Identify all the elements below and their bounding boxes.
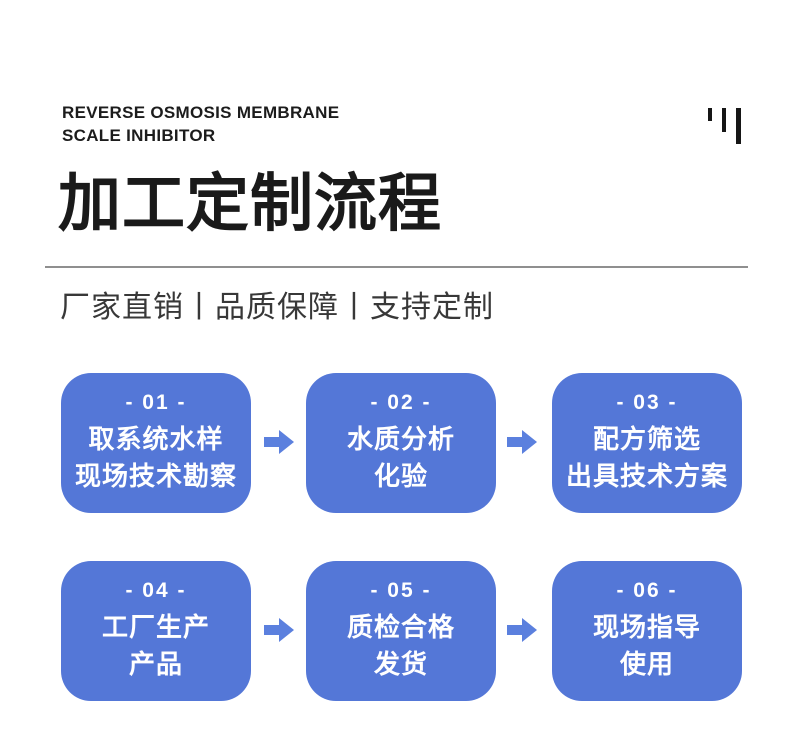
step-text-line: 出具技术方案 [565, 461, 728, 491]
flow-step-04: - 04 - 工厂生产 产品 [61, 561, 251, 701]
step-text-line: 配方筛选 [592, 424, 701, 454]
page-title: 加工定制流程 [58, 169, 442, 239]
arrow-head [279, 430, 294, 454]
flow-step-05: - 05 - 质检合格 发货 [306, 561, 496, 701]
step-text-line: 化验 [373, 461, 428, 491]
quote-bar-large [736, 108, 741, 144]
step-text-line: 产品 [128, 649, 183, 679]
subtitle-selling-points: 厂家直销丨品质保障丨支持定制 [60, 291, 494, 324]
step-text-line: 工厂生产 [101, 612, 210, 642]
right-arrow-icon [507, 618, 537, 642]
quote-bar-small [708, 108, 712, 121]
step-text-line: 取系统水样 [88, 424, 224, 454]
eyebrow-line-2: SCALE INHIBITOR [62, 126, 216, 145]
step-text-line: 质检合格 [346, 612, 455, 642]
arrow-tail [507, 625, 522, 635]
right-arrow-icon [507, 430, 537, 454]
arrow-tail [264, 625, 279, 635]
quote-bar-medium [722, 108, 726, 132]
step-text-line: 现场指导 [592, 612, 701, 642]
step-number: - 05 - [370, 579, 432, 602]
step-number: - 02 - [370, 391, 432, 414]
arrow-head [522, 430, 537, 454]
flow-step-03: - 03 - 配方筛选 出具技术方案 [552, 373, 742, 513]
right-arrow-icon [264, 618, 294, 642]
divider-line [45, 266, 748, 268]
step-number: - 01 - [125, 391, 187, 414]
arrow-head [279, 618, 294, 642]
step-text-line: 发货 [373, 649, 428, 679]
step-number: - 06 - [616, 579, 678, 602]
step-text-line: 现场技术勘察 [74, 461, 237, 491]
right-arrow-icon [264, 430, 294, 454]
eyebrow-heading: REVERSE OSMOSIS MEMBRANE SCALE INHIBITOR [62, 101, 339, 147]
step-text-line: 水质分析 [346, 424, 455, 454]
arrow-tail [507, 437, 522, 447]
eyebrow-line-1: REVERSE OSMOSIS MEMBRANE [62, 103, 340, 122]
step-number: - 04 - [125, 579, 187, 602]
quote-bars-icon [708, 108, 744, 146]
flow-step-06: - 06 - 现场指导 使用 [552, 561, 742, 701]
flow-step-01: - 01 - 取系统水样 现场技术勘察 [61, 373, 251, 513]
step-number: - 03 - [616, 391, 678, 414]
arrow-tail [264, 437, 279, 447]
flow-step-02: - 02 - 水质分析 化验 [306, 373, 496, 513]
step-text-line: 使用 [619, 649, 674, 679]
arrow-head [522, 618, 537, 642]
